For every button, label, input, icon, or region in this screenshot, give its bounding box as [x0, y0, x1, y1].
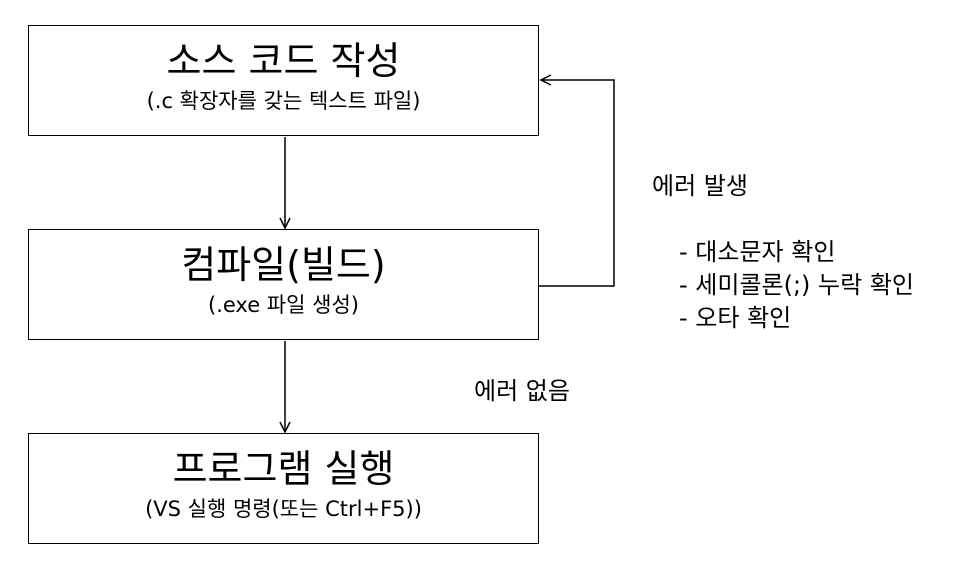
- error-branch-label: 에러 발생: [652, 172, 748, 200]
- success-branch-label: 에러 없음: [474, 377, 570, 405]
- step-source-subtitle: (.c 확장자를 갖는 텍스트 파일): [146, 89, 421, 113]
- step-source-title: 소스 코드 작성: [166, 39, 401, 83]
- step-run-title: 프로그램 실행: [172, 447, 395, 491]
- step-compile-title: 컴파일(빌드): [181, 243, 386, 287]
- step-run-subtitle: (VS 실행 명령(또는 Ctrl+F5)): [145, 497, 422, 521]
- step-source-code: 소스 코드 작성 (.c 확장자를 갖는 텍스트 파일): [28, 25, 539, 136]
- step-run: 프로그램 실행 (VS 실행 명령(또는 Ctrl+F5)): [28, 433, 539, 544]
- error-checklist: - 대소문자 확인 - 세미콜론(;) 누락 확인 - 오타 확인: [679, 236, 914, 335]
- error-check-item: - 세미콜론(;) 누락 확인: [679, 271, 914, 299]
- step-compile: 컴파일(빌드) (.exe 파일 생성): [28, 229, 539, 340]
- arrow-error-feedback: [539, 80, 615, 287]
- step-compile-subtitle: (.exe 파일 생성): [208, 293, 359, 317]
- error-check-item: - 대소문자 확인: [679, 238, 836, 266]
- error-check-item: - 오타 확인: [679, 304, 792, 332]
